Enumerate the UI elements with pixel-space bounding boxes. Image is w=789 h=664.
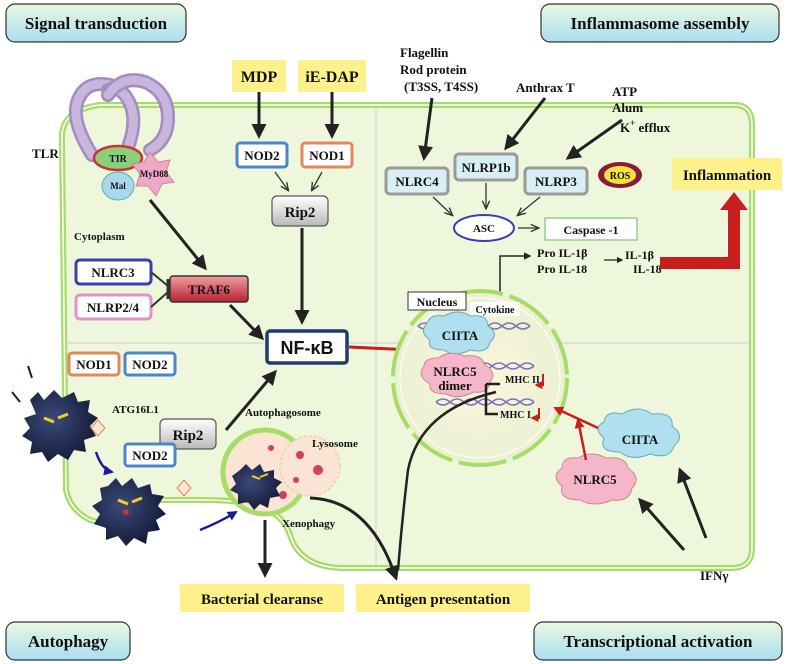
nlrc4-box: NLRC4 — [384, 166, 450, 196]
cytoplasm-label: Cytoplasm — [74, 231, 125, 243]
nod1-top-box: NOD1 — [300, 141, 354, 169]
corner-title-transcription: Transcriptional activation — [533, 621, 783, 661]
svg-text:Transcriptional activation: Transcriptional activation — [563, 632, 753, 651]
svg-text:Inflammation: Inflammation — [683, 168, 772, 184]
svg-text:iE-DAP: iE-DAP — [305, 69, 359, 86]
corner-title-signal: Signal transduction — [5, 3, 187, 43]
bacterium-entering-icon — [92, 478, 166, 546]
nlrc5-dimer-nuclear: NLRC5 dimer — [420, 352, 494, 398]
ifng-label: IFNγ — [700, 568, 728, 583]
asc-oval: ASC — [453, 214, 515, 242]
pro-il18-label: Pro IL-18 — [537, 262, 587, 276]
svg-text:Inflammasome assembly: Inflammasome assembly — [571, 14, 750, 33]
ciita-cytoplasmic: CIITA — [597, 408, 680, 458]
svg-text:CIITA: CIITA — [622, 432, 659, 447]
tir-domain: TIR — [92, 144, 144, 172]
mhc2-label: MHC II — [505, 375, 540, 386]
tlr-receptor-icon — [68, 73, 176, 162]
svg-text:Bacterial clearanse: Bacterial clearanse — [201, 592, 323, 608]
signal-arrows — [148, 92, 340, 431]
rip2-lower-box: Rip2 — [159, 418, 217, 450]
nfkb-box: NF-κB — [265, 329, 349, 365]
atg16l1-diamond — [90, 419, 106, 437]
svg-text:Signal transduction: Signal transduction — [25, 14, 168, 33]
ros-badge: ROS — [598, 162, 642, 188]
nucleus-label: Nucleus — [407, 291, 467, 311]
nlrp1b-box: NLRP1b — [453, 152, 519, 182]
nod2-bottom-box: NOD2 — [123, 442, 177, 468]
pro-il1b-label: Pro IL-1β — [537, 246, 587, 260]
nod1-lower-box: NOD1 — [67, 351, 121, 377]
corner-title-autophagy: Autophagy — [5, 621, 131, 661]
svg-text:NOD1: NOD1 — [309, 148, 344, 163]
svg-text:Antigen presentation: Antigen presentation — [376, 592, 511, 608]
autophagosome-label: Autophagosome — [245, 407, 321, 419]
svg-text:NLRC5: NLRC5 — [433, 364, 477, 379]
nlrc5-cytoplasmic: NLRC5 — [555, 453, 637, 505]
svg-text:ASC: ASC — [473, 223, 495, 235]
flagellin-label: Flagellin — [400, 45, 449, 60]
cytokine-label: Cytokine — [476, 305, 515, 316]
myd88-protein: MyD88 — [131, 151, 175, 197]
il18-label: IL-18 — [633, 262, 662, 276]
svg-text:TRAF6: TRAF6 — [188, 282, 230, 297]
il1b-label: IL-1β — [625, 248, 654, 262]
iedap-label: iE-DAP — [298, 60, 366, 92]
svg-text:Rip2: Rip2 — [285, 205, 316, 221]
mhc1-label: MHC I — [500, 410, 531, 421]
antigen-presentation-label: Antigen presentation — [356, 584, 530, 612]
svg-text:NLRC4: NLRC4 — [395, 174, 439, 189]
svg-text:Autophagy: Autophagy — [28, 632, 109, 651]
svg-text:MyD88: MyD88 — [140, 169, 169, 179]
atp-label: ATP — [612, 84, 637, 99]
mdp-label: MDP — [232, 60, 286, 92]
bacterial-clearance-label: Bacterial clearanse — [180, 584, 344, 612]
rip2-top-box: Rip2 — [271, 195, 329, 227]
nlrp3-box: NLRP3 — [523, 166, 589, 196]
alum-label: Alum — [612, 100, 643, 115]
nlrc3-box: NLRC3 — [74, 258, 153, 286]
svg-text:MDP: MDP — [241, 69, 278, 86]
svg-text:NOD2: NOD2 — [132, 357, 167, 372]
svg-text:NOD2: NOD2 — [244, 148, 279, 163]
svg-text:Caspase -1: Caspase -1 — [563, 223, 618, 237]
svg-text:NLRC5: NLRC5 — [573, 472, 617, 487]
bacterium-icon — [11, 365, 98, 462]
tlr-label: TLR — [32, 146, 59, 161]
lysosome-label: Lysosome — [312, 438, 358, 450]
svg-text:ROS: ROS — [610, 171, 631, 182]
svg-text:Rip2: Rip2 — [173, 428, 204, 444]
svg-text:NF-κB: NF-κB — [280, 338, 333, 358]
mal-protein: Mal — [101, 171, 135, 201]
corner-title-inflammasome: Inflammasome assembly — [540, 3, 780, 43]
svg-text:CIITA: CIITA — [442, 328, 479, 343]
svg-text:NLRP3: NLRP3 — [535, 174, 577, 189]
k-efflux-label: K+ efflux — [620, 118, 671, 135]
autophagosome — [220, 427, 341, 517]
nod2-top-box: NOD2 — [235, 141, 289, 169]
svg-text:dimer: dimer — [438, 378, 471, 393]
nod2-lower-box: NOD2 — [123, 351, 177, 377]
svg-text:NOD2: NOD2 — [132, 448, 167, 463]
svg-text:TIR: TIR — [109, 154, 128, 165]
ciita-nuclear: CIITA — [423, 311, 495, 355]
svg-text:Nucleus: Nucleus — [417, 295, 458, 309]
inflammation-arrow — [660, 192, 748, 269]
svg-text:NOD1: NOD1 — [76, 357, 111, 372]
atg16l1-label: ATG16L1 — [112, 404, 159, 416]
anthrax-label: Anthrax T — [516, 80, 575, 95]
svg-text:NLRC3: NLRC3 — [91, 265, 135, 280]
xenophagy-label: Xenophagy — [282, 518, 336, 530]
caspase-box: Caspase -1 — [544, 217, 638, 241]
svg-text:NLRP2/4: NLRP2/4 — [87, 300, 140, 315]
traf6-box: TRAF6 — [169, 275, 249, 303]
svg-text:Mal: Mal — [110, 181, 126, 191]
t3ss-label: (T3SS, T4SS) — [404, 79, 478, 94]
nlrp24-box: NLRP2/4 — [74, 293, 153, 321]
rod-protein-label: Rod protein — [400, 62, 467, 77]
svg-text:NLRP1b: NLRP1b — [461, 160, 510, 175]
inflammation-label: Inflammation — [672, 158, 782, 190]
